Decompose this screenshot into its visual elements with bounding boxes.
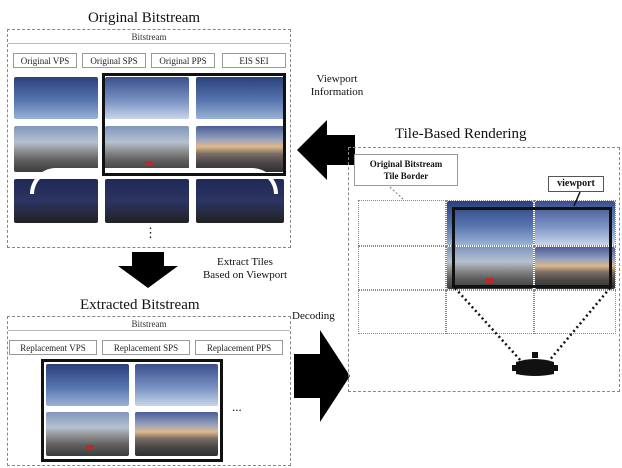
original-ellipsis: ⋮: [144, 225, 157, 240]
original-tile-5: [105, 126, 189, 172]
tile-border-label: Original Bitstream Tile Border: [354, 154, 458, 186]
render-cell-6: [534, 246, 616, 290]
viewport-information-arrow: [297, 120, 355, 180]
render-cell-2: [446, 200, 534, 246]
replacement-sps-box: Replacement SPS: [102, 340, 190, 355]
extracted-bitstream-title: Extracted Bitstream: [80, 297, 200, 313]
extracted-tile-3: [46, 412, 129, 456]
original-tile-4: [14, 126, 98, 172]
extracted-ellipsis: ...: [232, 399, 242, 414]
eis-sei-box: EIS SEI: [222, 53, 286, 68]
original-pps-box: Original PPS: [151, 53, 215, 68]
extracted-tile-1: [46, 364, 129, 406]
extracted-tile-4: [135, 412, 218, 456]
vr-headset-icon: [512, 352, 558, 376]
render-cell-9: [534, 290, 616, 334]
original-tile-6: [196, 126, 284, 172]
decoding-label: Decoding: [292, 310, 335, 322]
extract-tiles-label: Extract Tiles Based on Viewport: [202, 256, 288, 281]
viewport-label: viewport: [548, 176, 604, 192]
render-tile-3: [447, 247, 533, 289]
extracted-viewport-rect: [41, 359, 223, 462]
rendering-box: [348, 147, 620, 392]
render-cell-3: [534, 200, 616, 246]
original-bitstream-header: Bitstream: [8, 30, 290, 44]
viewport-information-label: Viewport Information: [310, 73, 364, 98]
extract-tiles-arrow: [118, 252, 178, 288]
render-cell-7: [358, 290, 446, 334]
original-bitstream-box: Bitstream: [7, 29, 291, 248]
render-cell-4: [358, 246, 446, 290]
original-viewport-rect: [102, 73, 286, 176]
original-tile-3: [196, 77, 284, 119]
extracted-tile-2: [135, 364, 218, 406]
replacement-vps-box: Replacement VPS: [9, 340, 97, 355]
render-cell-1: [358, 200, 446, 246]
original-tile-1: [14, 77, 98, 119]
render-viewport-rect: [452, 207, 612, 288]
original-tile-2: [105, 77, 189, 119]
original-vps-box: Original VPS: [13, 53, 77, 68]
rendering-title: Tile-Based Rendering: [395, 126, 527, 142]
render-cell-5: [446, 246, 534, 290]
extracted-bitstream-header: Bitstream: [8, 317, 290, 331]
render-cell-8: [446, 290, 534, 334]
extracted-bitstream-box: Bitstream: [7, 316, 291, 466]
render-tile-4: [535, 247, 615, 289]
original-sps-box: Original SPS: [82, 53, 146, 68]
decoding-arrow: [294, 330, 350, 422]
replacement-pps-box: Replacement PPS: [195, 340, 283, 355]
original-bitstream-title: Original Bitstream: [88, 10, 201, 26]
